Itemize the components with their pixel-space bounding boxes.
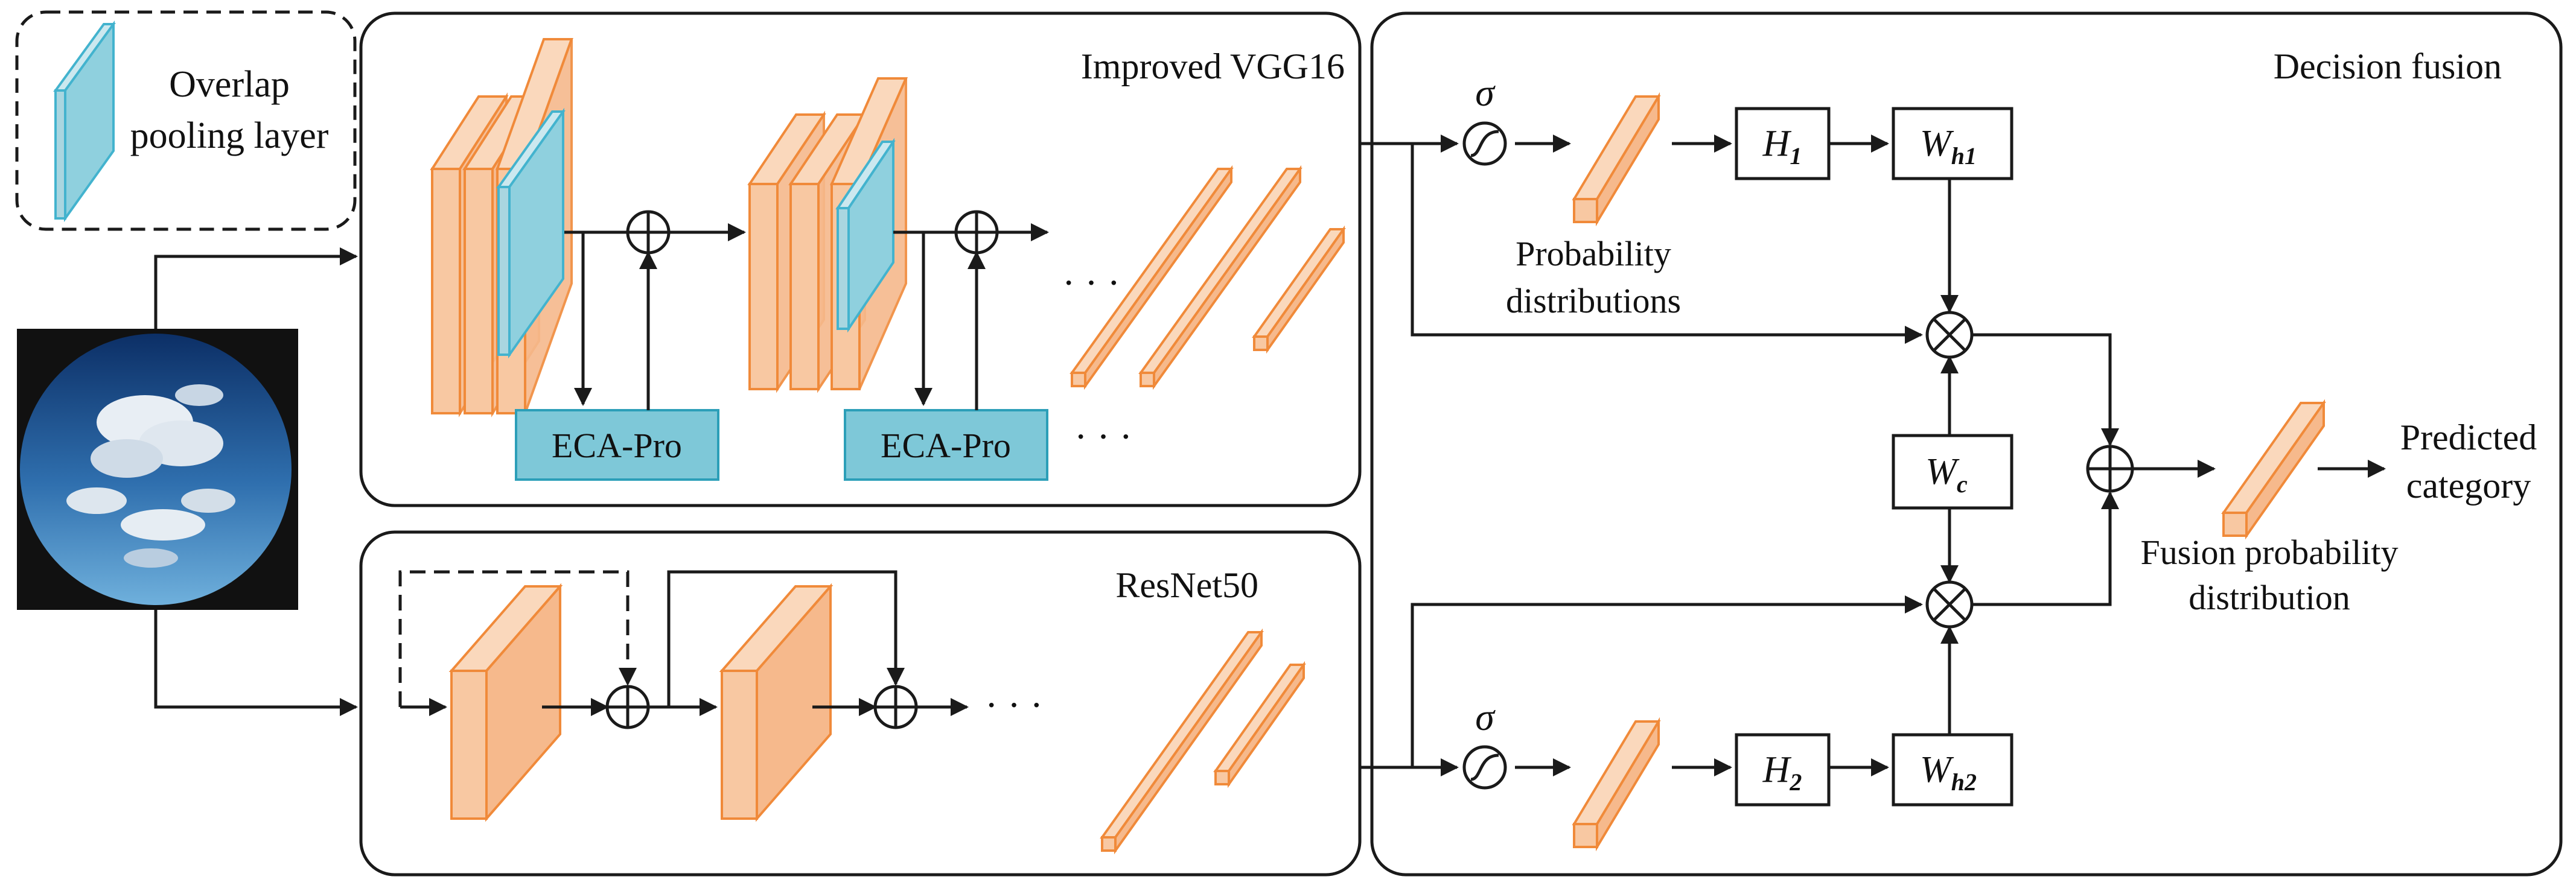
vgg-dots-2: · · · xyxy=(1074,415,1132,458)
sigmoid-node-1: σ xyxy=(1462,71,1507,166)
weight-box-wh2: Wh2 xyxy=(1892,733,2013,807)
resnet-connectors xyxy=(398,570,969,716)
legend-label-line1: Overlap xyxy=(169,64,290,105)
resnet-dots: · · · xyxy=(985,683,1043,726)
legend-label-line2: pooling layer xyxy=(130,115,329,156)
entropy-box-h1: H1 xyxy=(1735,107,1831,180)
wh2-letter: W xyxy=(1920,749,1954,790)
vgg-sum-node-1 xyxy=(626,210,671,255)
sigma-label-2: σ xyxy=(1475,696,1496,738)
legend-box: Overlap pooling layer xyxy=(15,10,357,231)
eca-pro-module-1: ECA-Pro xyxy=(515,409,719,481)
predicted-label-line2: category xyxy=(2406,466,2531,506)
input-connectors xyxy=(154,247,358,716)
svg-text:H2: H2 xyxy=(1762,749,1802,796)
sigmoid-node-2: σ xyxy=(1462,696,1507,790)
wc-letter: W xyxy=(1925,451,1960,492)
fusion-title: Decision fusion xyxy=(2274,46,2502,86)
vgg-panel: Improved VGG16 xyxy=(359,11,1362,507)
fusion-connectors xyxy=(1360,135,2386,776)
resnet-block-2 xyxy=(719,583,834,822)
predicted-label-line1: Predicted xyxy=(2400,417,2537,457)
overlap-pooling-layer-2 xyxy=(835,138,896,333)
resnet-sum-node-1 xyxy=(605,685,650,729)
eca-pro-label-1: ECA-Pro xyxy=(552,426,682,465)
wh2-subscript: h2 xyxy=(1951,769,1977,796)
overlap-pooling-layer-icon xyxy=(53,20,116,223)
multiply-node-2 xyxy=(1925,580,1974,629)
svg-text:Wh1: Wh1 xyxy=(1920,123,1977,170)
vgg-fc-layers xyxy=(1070,165,1346,390)
vgg-sum-node-2 xyxy=(954,210,999,255)
entropy-box-h2: H2 xyxy=(1735,733,1831,807)
h1-letter: H xyxy=(1762,123,1792,164)
resnet-panel: ResNet50 · xyxy=(359,530,1362,877)
wh1-letter: W xyxy=(1920,123,1954,164)
probability-label-line1: Probability xyxy=(1516,234,1671,273)
fusion-sum-node xyxy=(2086,445,2134,493)
svg-text:Wh2: Wh2 xyxy=(1920,749,1977,796)
wh1-subscript: h1 xyxy=(1951,142,1977,170)
resnet-title: ResNet50 xyxy=(1115,565,1258,605)
vgg-conv-block-2 xyxy=(747,77,908,393)
multiply-node-1 xyxy=(1925,311,1974,359)
vgg-conv-block-1 xyxy=(430,38,573,417)
weight-box-wc: Wc xyxy=(1892,434,2013,510)
overlap-pooling-layer-1 xyxy=(496,107,566,359)
fusion-panel: Decision fusion σ xyxy=(1360,11,2563,877)
vgg-dots-1: · · · xyxy=(1062,261,1120,304)
eca-pro-module-2: ECA-Pro xyxy=(844,409,1048,481)
h1-subscript: 1 xyxy=(1790,142,1802,170)
eca-pro-label-2: ECA-Pro xyxy=(881,426,1011,465)
probability-label-line2: distributions xyxy=(1506,281,1681,320)
weight-box-wh1: Wh1 xyxy=(1892,107,2013,180)
fusion-distribution-line1: Fusion probability xyxy=(2141,533,2399,572)
probability-vector-2 xyxy=(1572,717,1661,852)
vgg-connectors xyxy=(564,223,1049,410)
resnet-sum-node-2 xyxy=(873,685,918,729)
svg-text:Wc: Wc xyxy=(1925,451,1968,498)
resnet-block-1 xyxy=(448,583,563,822)
resnet-fc-layers xyxy=(1100,628,1306,855)
fusion-probability-vector xyxy=(2221,399,2326,540)
h2-letter: H xyxy=(1762,749,1792,790)
vgg-title: Improved VGG16 xyxy=(1081,46,1345,86)
svg-text:H1: H1 xyxy=(1762,123,1802,170)
h2-subscript: 2 xyxy=(1789,769,1802,796)
probability-vector-1 xyxy=(1572,92,1661,227)
wc-subscript: c xyxy=(1957,471,1968,498)
fusion-distribution-line2: distribution xyxy=(2189,578,2350,617)
sigma-label-1: σ xyxy=(1475,71,1496,114)
sky-image-icon xyxy=(17,329,298,610)
